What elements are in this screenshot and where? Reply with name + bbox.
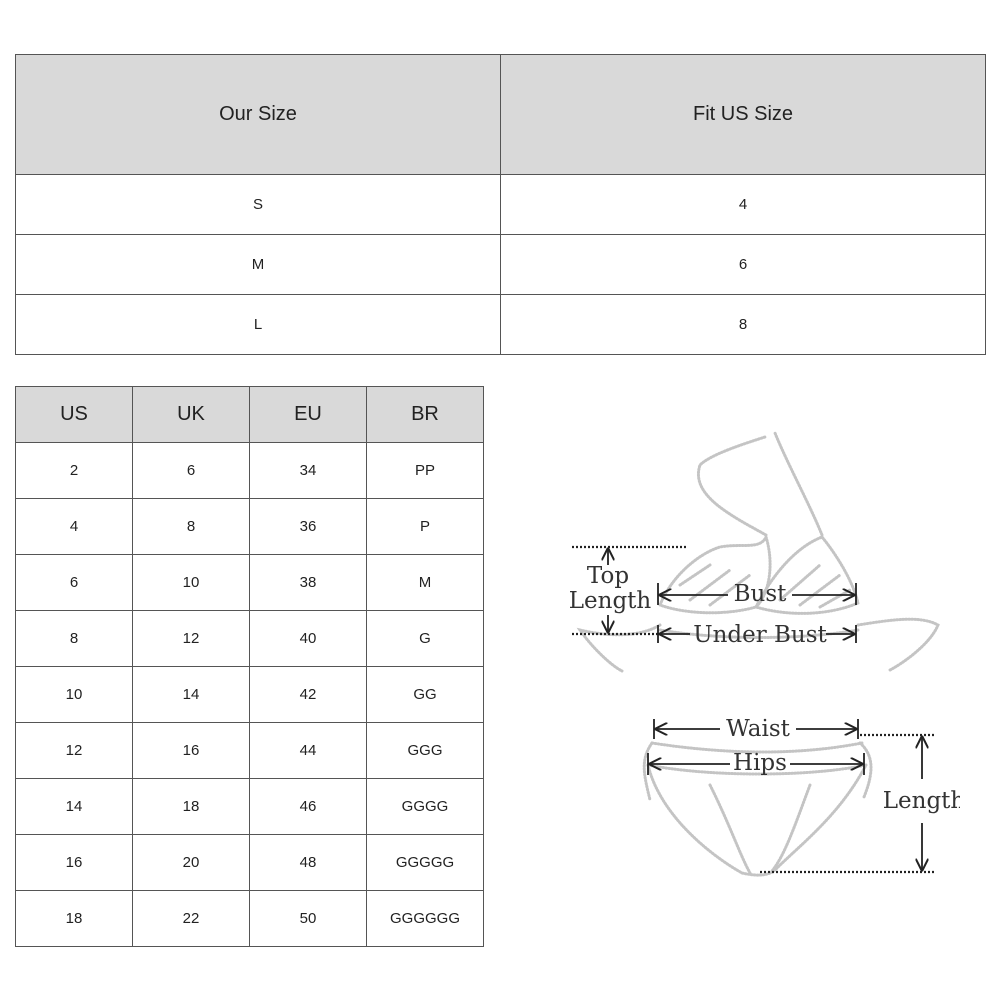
cell-us: 8 (15, 610, 133, 667)
table-row: 2 6 34 PP (15, 442, 484, 499)
cell-br: P (366, 498, 484, 555)
top-length-label-line2: Length (569, 588, 652, 614)
cell-eu: 38 (249, 554, 367, 611)
cell-our-size: S (15, 174, 501, 235)
bust-measure-line (657, 583, 857, 605)
table-row: 4 8 36 P (15, 498, 484, 555)
top-length-label-line1: Top (587, 563, 629, 589)
cell-fit-us-size: 4 (500, 174, 986, 235)
table-row: 8 12 40 G (15, 610, 484, 667)
cell-br: GGGG (366, 778, 484, 835)
cell-us: 14 (15, 778, 133, 835)
cell-fit-us-size: 8 (500, 294, 986, 355)
cell-eu: 34 (249, 442, 367, 499)
under-bust-measure-line (657, 625, 857, 643)
table-row: S 4 (15, 174, 986, 235)
cell-uk: 20 (132, 834, 250, 891)
top-length-guide (572, 545, 688, 636)
table-row: 10 14 42 GG (15, 666, 484, 723)
cell-uk: 14 (132, 666, 250, 723)
cell-eu: 44 (249, 722, 367, 779)
size-fit-table: Our Size Fit US Size S 4 M 6 L 8 (15, 54, 986, 355)
conversion-header-row: US UK EU BR (15, 386, 484, 443)
cell-us: 4 (15, 498, 133, 555)
waist-label: Waist (726, 716, 791, 742)
cell-eu: 40 (249, 610, 367, 667)
cell-eu: 48 (249, 834, 367, 891)
cell-us: 16 (15, 834, 133, 891)
cell-eu: 50 (249, 890, 367, 947)
cell-us: 18 (15, 890, 133, 947)
table-row: L 8 (15, 294, 986, 355)
cell-br: GGG (366, 722, 484, 779)
hips-measure-line (647, 753, 865, 775)
cell-br: PP (366, 442, 484, 499)
hips-label: Hips (733, 750, 787, 776)
cell-uk: 16 (132, 722, 250, 779)
cell-our-size: L (15, 294, 501, 355)
table-row: 12 16 44 GGG (15, 722, 484, 779)
cell-uk: 12 (132, 610, 250, 667)
cell-fit-us-size: 6 (500, 234, 986, 295)
cell-eu: 46 (249, 778, 367, 835)
table-row: 18 22 50 GGGGGG (15, 890, 484, 947)
cell-uk: 22 (132, 890, 250, 947)
header-fit-us-size: Fit US Size (500, 54, 986, 175)
table-row: 16 20 48 GGGGG (15, 834, 484, 891)
cell-us: 2 (15, 442, 133, 499)
header-eu: EU (249, 386, 367, 443)
header-uk: UK (132, 386, 250, 443)
table-row: 6 10 38 M (15, 554, 484, 611)
bottom-length-label: Length (883, 788, 960, 814)
cell-br: G (366, 610, 484, 667)
cell-us: 6 (15, 554, 133, 611)
header-us: US (15, 386, 133, 443)
cell-us: 12 (15, 722, 133, 779)
header-br: BR (366, 386, 484, 443)
table-row: M 6 (15, 234, 986, 295)
bikini-bottom-illustration (642, 741, 873, 877)
cell-br: GG (366, 666, 484, 723)
cell-eu: 42 (249, 666, 367, 723)
cell-uk: 8 (132, 498, 250, 555)
cell-eu: 36 (249, 498, 367, 555)
size-conversion-table: US UK EU BR 2 6 34 PP 4 8 36 P 6 10 38 M… (15, 386, 484, 947)
bust-label: Bust (734, 581, 788, 607)
size-fit-header-row: Our Size Fit US Size (15, 54, 986, 175)
cell-uk: 10 (132, 554, 250, 611)
table-row: 14 18 46 GGGG (15, 778, 484, 835)
cell-br: GGGGG (366, 834, 484, 891)
cell-br: M (366, 554, 484, 611)
bikini-measurement-diagram: Top Length Bust Under Bust Waist (560, 425, 960, 885)
cell-br: GGGGGG (366, 890, 484, 947)
waist-measure-line (653, 719, 859, 739)
cell-us: 10 (15, 666, 133, 723)
cell-our-size: M (15, 234, 501, 295)
bottom-length-guide (760, 733, 936, 874)
cell-uk: 18 (132, 778, 250, 835)
header-our-size: Our Size (15, 54, 501, 175)
cell-uk: 6 (132, 442, 250, 499)
under-bust-label: Under Bust (693, 622, 827, 648)
